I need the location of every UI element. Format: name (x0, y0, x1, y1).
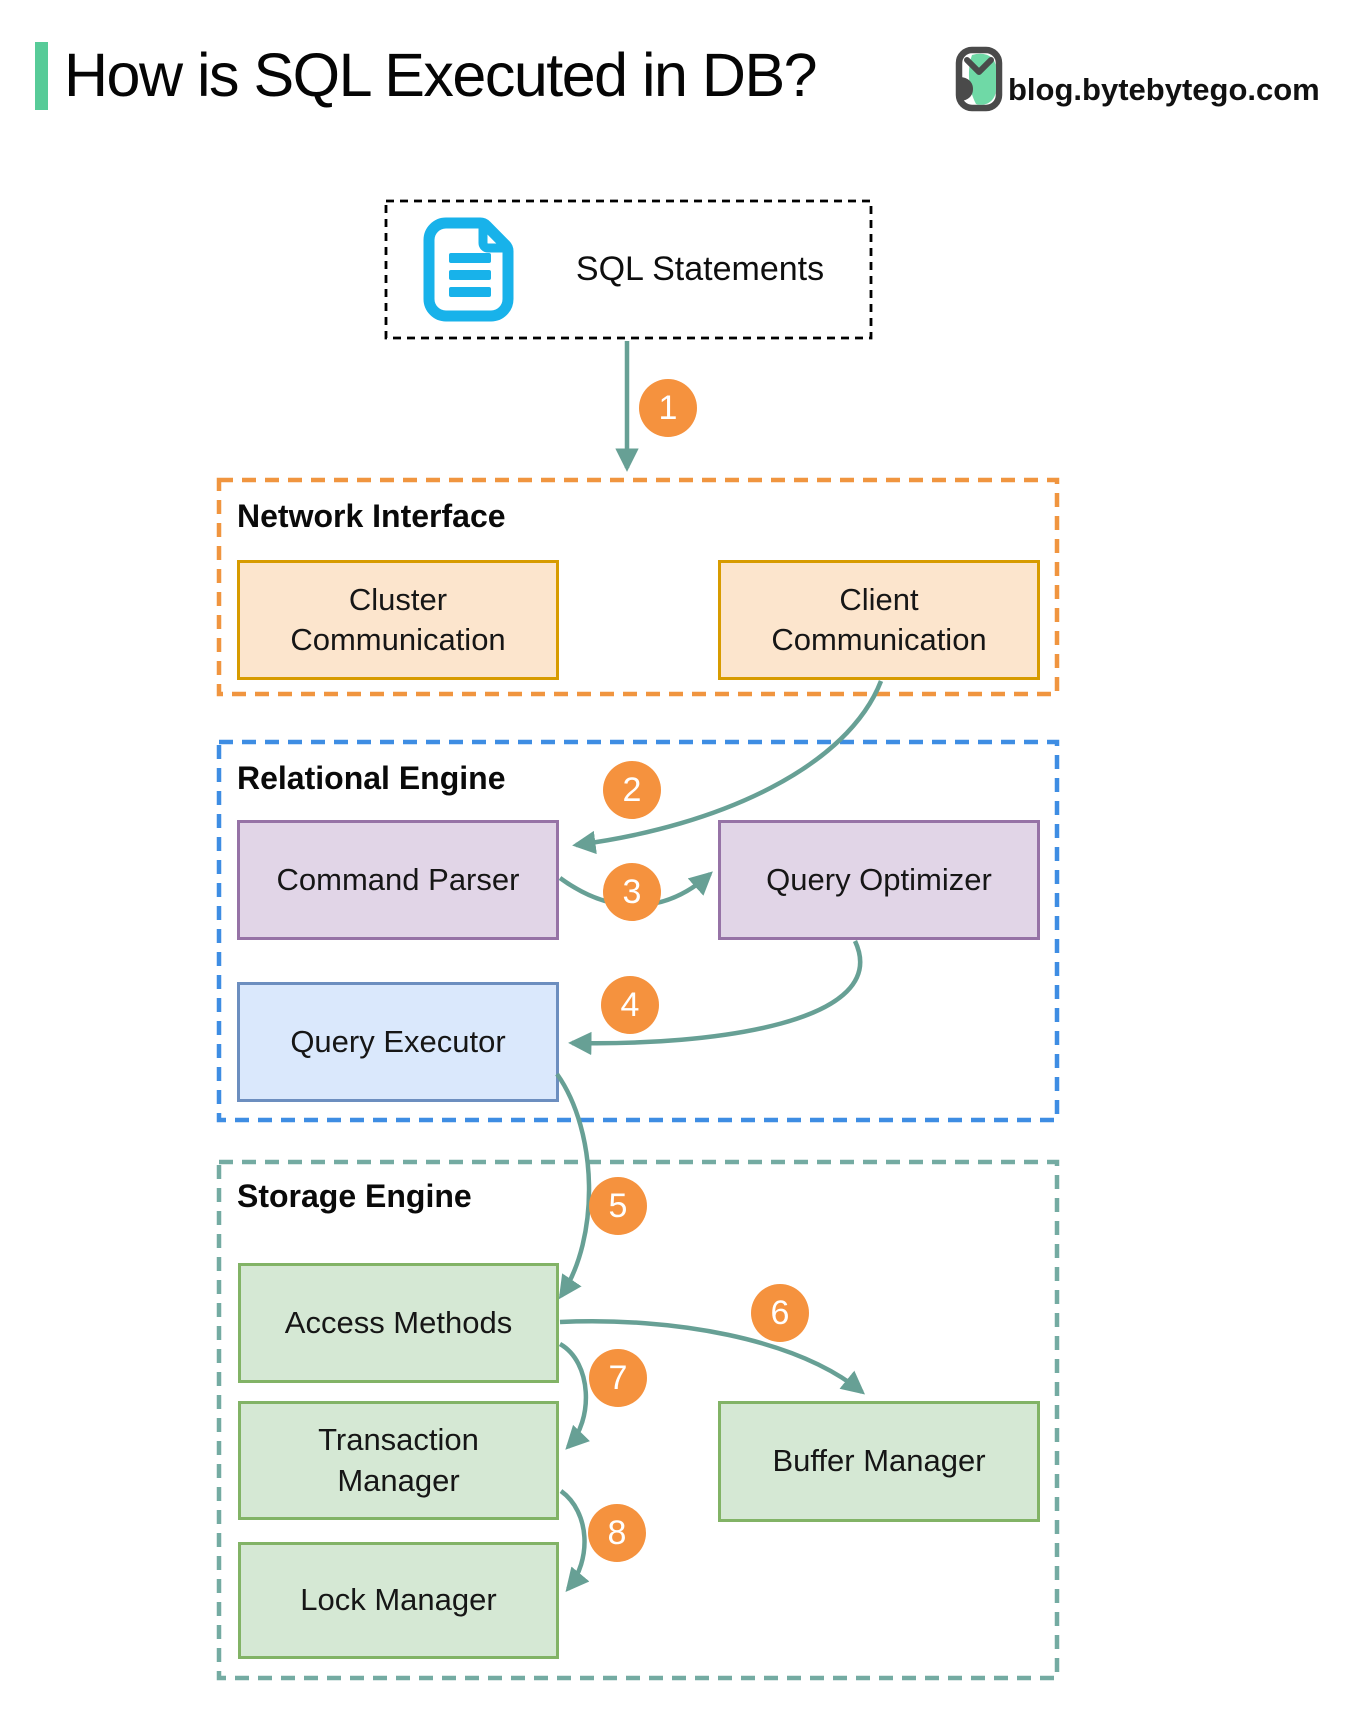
step-circle-7: 7 (589, 1349, 647, 1407)
buffer-manager-box: Buffer Manager (718, 1401, 1040, 1522)
transaction-manager-box: Transaction Manager (238, 1401, 559, 1520)
brand: blog.bytebytego.com (955, 46, 1320, 112)
step-circle-4: 4 (601, 976, 659, 1034)
title-accent-bar (35, 42, 48, 110)
sql-document-icon (422, 216, 519, 328)
access-methods-box: Access Methods (238, 1263, 559, 1383)
query-optimizer-box: Query Optimizer (718, 820, 1040, 940)
relational-engine-section-label: Relational Engine (237, 760, 506, 796)
cluster-communication-box: Cluster Communication (237, 560, 559, 680)
client-communication-box: Client Communication (718, 560, 1040, 680)
step-circle-5: 5 (589, 1177, 647, 1235)
sql-statements-label: SQL Statements (575, 249, 825, 288)
command-parser-box: Command Parser (237, 820, 559, 940)
arrow-step-8 (559, 1489, 590, 1593)
arrow-step-7 (558, 1342, 590, 1450)
query-executor-box: Query Executor (237, 982, 559, 1102)
step-circle-8: 8 (588, 1504, 646, 1562)
page-title: How is SQL Executed in DB? (64, 41, 818, 109)
step-circle-1: 1 (639, 379, 697, 437)
step-circle-2: 2 (603, 761, 661, 819)
brand-url: blog.bytebytego.com (1008, 72, 1320, 107)
bytebytego-owl-icon (955, 46, 1003, 112)
lock-manager-box: Lock Manager (238, 1542, 559, 1659)
storage-engine-section-label: Storage Engine (237, 1178, 472, 1214)
network-interface-section-label: Network Interface (237, 498, 506, 534)
arrow-step-5 (555, 1072, 592, 1300)
step-circle-3: 3 (603, 863, 661, 921)
step-circle-6: 6 (751, 1284, 809, 1342)
